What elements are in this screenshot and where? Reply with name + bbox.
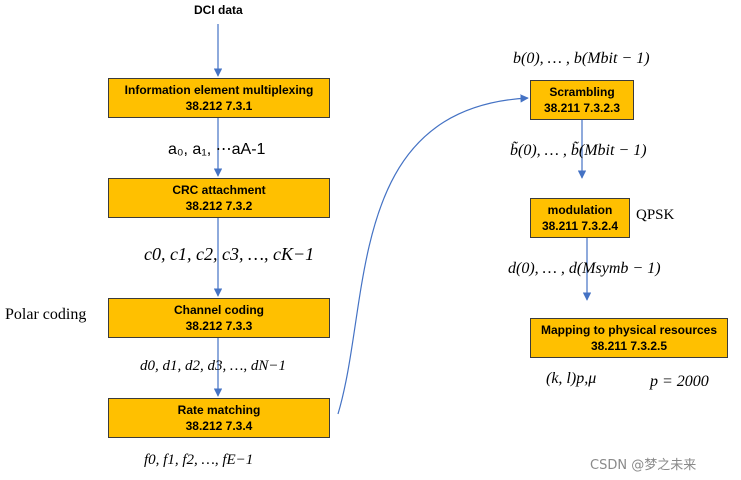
block-ref: 38.212 7.3.4 (185, 419, 253, 433)
block-rate-matching: Rate matching 38.212 7.3.4 (108, 398, 330, 438)
block-information-element-multiplexing: Information element multiplexing 38.212 … (108, 78, 330, 118)
polar-coding-label: Polar coding (5, 306, 87, 323)
block-channel-coding: Channel coding 38.212 7.3.3 (108, 298, 330, 338)
block-ref: 38.211 7.3.2.4 (541, 219, 619, 233)
input-label: DCI data (194, 3, 243, 17)
block-name: Mapping to physical resources (540, 323, 718, 337)
sequence-d: d0, d1, d2, d3, …, dN−1 (140, 358, 286, 374)
sequence-b: b(0), … , b(Mbit − 1) (513, 50, 650, 67)
watermark: CSDN @梦之未来 (590, 458, 697, 473)
block-modulation: modulation 38.211 7.3.2.4 (530, 198, 630, 238)
block-ref: 38.212 7.3.2 (185, 199, 253, 213)
block-scrambling: Scrambling 38.211 7.3.2.3 (530, 80, 634, 120)
block-name: CRC attachment (172, 183, 266, 197)
sequence-d-symb: d(0), … , d(Msymb − 1) (508, 260, 661, 277)
block-crc-attachment: CRC attachment 38.212 7.3.2 (108, 178, 330, 218)
block-mapping-to-physical-resources: Mapping to physical resources 38.211 7.3… (530, 318, 728, 358)
arrow-rate-matching-to-scrambling (337, 94, 529, 415)
sequence-f: f0, f1, f2, …, fE−1 (144, 452, 254, 468)
block-ref: 38.212 7.3.3 (185, 319, 253, 333)
resource-indices: (k, l)p,μ (546, 370, 597, 387)
qpsk-label: QPSK (636, 207, 675, 223)
block-ref: 38.211 7.3.2.3 (543, 101, 621, 115)
block-ref: 38.212 7.3.1 (185, 99, 253, 113)
block-name: modulation (547, 203, 613, 217)
sequence-b-tilde: b̃(0), … , b̃(Mbit − 1) (510, 142, 647, 159)
block-name: Information element multiplexing (124, 83, 314, 97)
p-value: p = 2000 (650, 373, 709, 390)
sequence-a: a₀, a₁, ⋯aA-1 (168, 141, 266, 158)
sequence-c: c0, c1, c2, c3, …, cK−1 (144, 244, 315, 264)
block-name: Rate matching (177, 403, 261, 417)
block-ref: 38.211 7.3.2.5 (590, 339, 668, 353)
block-name: Scrambling (549, 85, 615, 99)
block-name: Channel coding (174, 303, 264, 317)
